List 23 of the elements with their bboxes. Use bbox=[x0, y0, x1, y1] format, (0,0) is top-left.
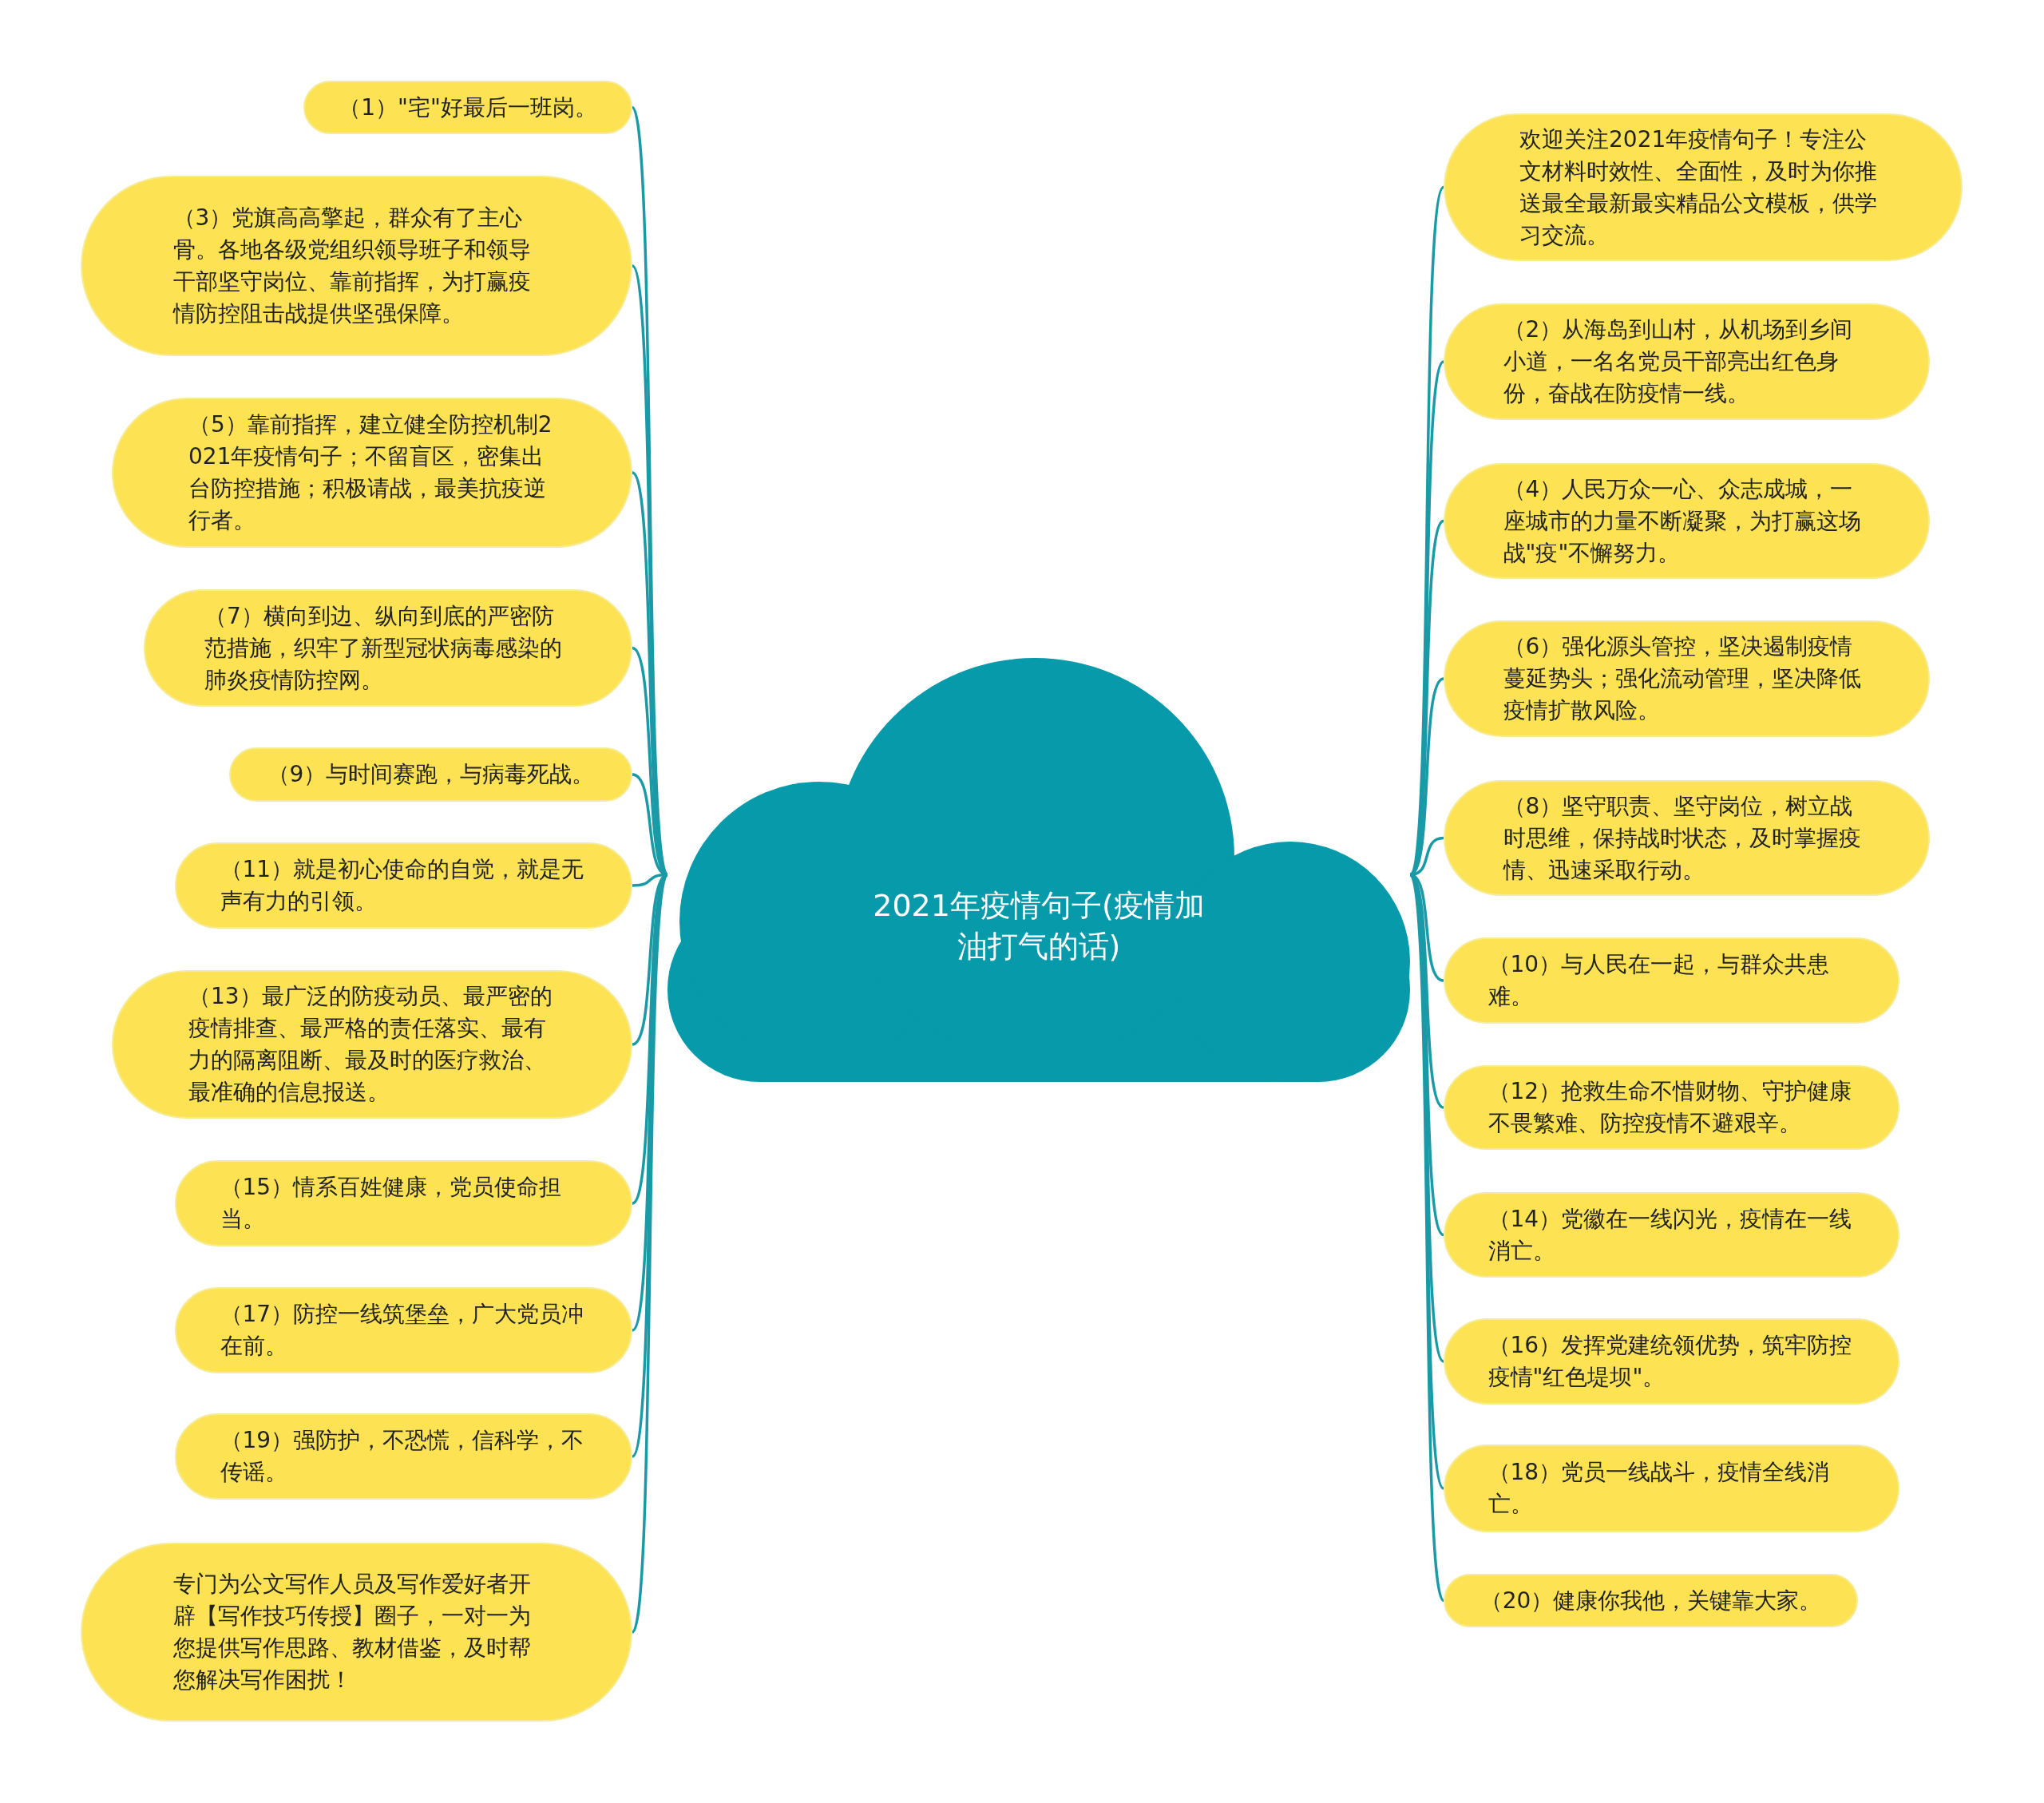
idea-text: （10）与人民在一起，与群众共患难。 bbox=[1487, 950, 1831, 1011]
idea-text: （11）就是初心使命的自觉，就是无声有力的引领。 bbox=[220, 855, 585, 916]
idea-text: （16）发挥党建统领优势，筑牢防控疫情"红色堤坝"。 bbox=[1487, 1331, 1853, 1392]
idea-text: （17）防控一线筑堡垒，广大党员冲在前。 bbox=[220, 1300, 585, 1361]
idea-text: （15）情系百姓健康，党员使命担当。 bbox=[220, 1173, 563, 1234]
idea-text: （2）从海岛到山村，从机场到乡间小道，一名名党员干部亮出红色身份，奋战在防疫情一线。 bbox=[1503, 315, 1854, 408]
idea-text: （14）党徽在一线闪光，疫情在一线消亡。 bbox=[1487, 1204, 1853, 1266]
idea-text: （13）最广泛的防疫动员、最严密的疫情排查、最严格的责任落实、最有力的隔离阻断、最及时的医疗救治、最准确的信息报送。 bbox=[188, 982, 553, 1107]
idea-text: （6）强化源头管控，坚决遏制疫情蔓延势头；强化流动管理，坚决降低疫情扩散风险。 bbox=[1503, 632, 1862, 725]
idea-text: （12）抢救生命不惜财物、守护健康不畏繁难、防控疫情不避艰辛。 bbox=[1487, 1077, 1853, 1138]
idea-text: （1）"宅"好最后一班岗。 bbox=[339, 93, 597, 122]
idea-text: （3）党旗高高擎起，群众有了主心骨。各地各级党组织领导班子和领导干部坚守岗位、靠前指挥，为打赢疫情防控阻击战提供坚强保障。 bbox=[172, 204, 532, 328]
idea-text: 专门为公文写作人员及写作爱好者开辟【写作技巧传授】圈子，一对一为您提供写作思路、教材借鉴，及时帮您解决写作困扰！ bbox=[172, 1570, 532, 1694]
idea-text: （4）人民万众一心、众志成城，一座城市的力量不断凝聚，为打赢这场战"疫"不懈努力。 bbox=[1503, 474, 1862, 568]
idea-text: （5）靠前指挥，建立健全防控机制2021年疫情句子；不留盲区，密集出台防控措施；积极请战，最美抗疫逆行者。 bbox=[188, 410, 553, 535]
idea-text: （8）坚守职责、坚守岗位，树立战时思维，保持战时状态，及时掌握疫情、迅速采取行动。 bbox=[1503, 791, 1862, 885]
idea-text: （19）强防护，不恐慌，信科学，不传谣。 bbox=[220, 1426, 585, 1487]
idea-text: （20）健康你我他，关键靠大家。 bbox=[1480, 1586, 1822, 1615]
idea-text: 欢迎关注2021年疫情句子！专注公文材料时效性、全面性，及时为你推送最全最新最实精品公文模板，供学习交流。 bbox=[1519, 125, 1878, 250]
idea-text: （9）与时间赛跑，与病毒死战。 bbox=[267, 760, 595, 789]
topic-title: 2021年疫情句子(疫情加油打气的话) bbox=[872, 887, 1206, 966]
idea-text: （7）横向到边、纵向到底的严密防范措施，织牢了新型冠状病毒感染的肺炎疫情防控网。 bbox=[204, 601, 563, 695]
idea-text: （18）党员一线战斗，疫情全线消亡。 bbox=[1487, 1458, 1831, 1519]
